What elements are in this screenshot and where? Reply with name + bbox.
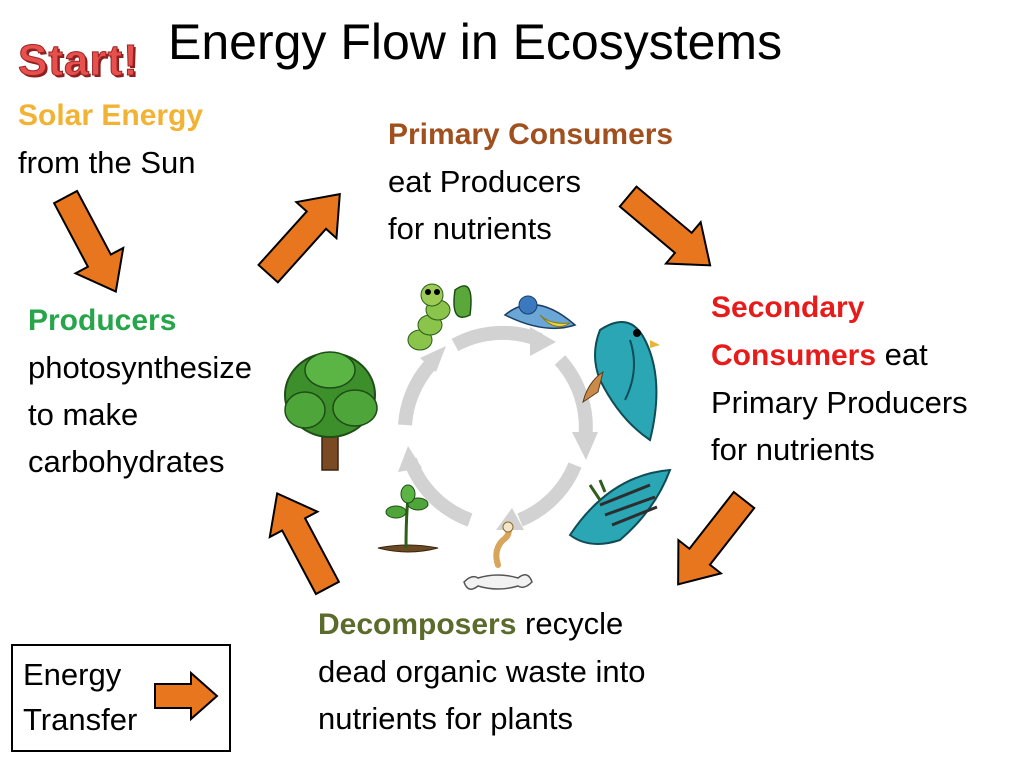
solar-energy-heading: Solar Energy bbox=[18, 99, 204, 132]
producers-block: Producers photosynthesize to make carboh… bbox=[28, 297, 252, 485]
oak-tree-icon bbox=[284, 351, 378, 471]
blue-tit-icon bbox=[503, 295, 577, 330]
solar-energy-text: from the Sun bbox=[18, 145, 196, 180]
secondary-consumers-line2: Consumers eat bbox=[711, 331, 968, 379]
primary-consumers-line1: eat Producers bbox=[388, 164, 581, 199]
producers-heading: Producers bbox=[28, 304, 177, 337]
seedling-icon bbox=[377, 484, 439, 553]
solar-energy-block: Solar Energy from the Sun bbox=[18, 92, 203, 186]
primary-consumers-line2: for nutrients bbox=[388, 211, 552, 246]
start-label: Start! bbox=[18, 36, 139, 86]
legend-line1: Energy bbox=[23, 657, 122, 692]
bone-worm-icon bbox=[463, 521, 533, 590]
producers-line2: to make bbox=[28, 397, 139, 432]
producers-line3: carbohydrates bbox=[28, 444, 225, 479]
producers-line1: photosynthesize bbox=[28, 350, 253, 385]
legend-arrow-icon bbox=[154, 670, 219, 722]
secondary-consumers-heading: Secondary bbox=[711, 291, 865, 324]
hawk-icon bbox=[582, 321, 660, 442]
primary-consumers-block: Primary Consumers eat Producers for nutr… bbox=[388, 111, 673, 252]
decomposers-recycle: recycle bbox=[516, 606, 624, 641]
decomposers-line1: Decomposers recycle bbox=[318, 600, 645, 648]
primary-consumers-heading: Primary Consumers bbox=[388, 118, 674, 151]
cycle-arrowheads-icon bbox=[398, 327, 598, 530]
secondary-consumers-heading-2: Consumers bbox=[711, 339, 877, 372]
decomposers-heading: Decomposers bbox=[318, 608, 517, 641]
legend-label: Energy Transfer bbox=[23, 652, 137, 742]
secondary-consumers-block: Secondary Consumers eat Primary Producer… bbox=[711, 284, 968, 473]
secondary-consumers-line3: Primary Producers bbox=[711, 385, 968, 420]
secondary-consumers-line4: for nutrients bbox=[711, 432, 875, 467]
legend-line2: Transfer bbox=[23, 702, 138, 737]
energy-transfer-legend: Energy Transfer bbox=[11, 644, 231, 752]
decomposers-line3: nutrients for plants bbox=[318, 701, 574, 736]
page-title: Energy Flow in Ecosystems bbox=[168, 14, 783, 70]
decomposers-block: Decomposers recycle dead organic waste i… bbox=[318, 600, 645, 742]
dead-hawk-icon bbox=[568, 468, 672, 545]
decomposers-line2: dead organic waste into bbox=[318, 654, 646, 689]
secondary-consumers-eat: eat bbox=[876, 337, 928, 372]
caterpillar-icon bbox=[407, 283, 472, 351]
